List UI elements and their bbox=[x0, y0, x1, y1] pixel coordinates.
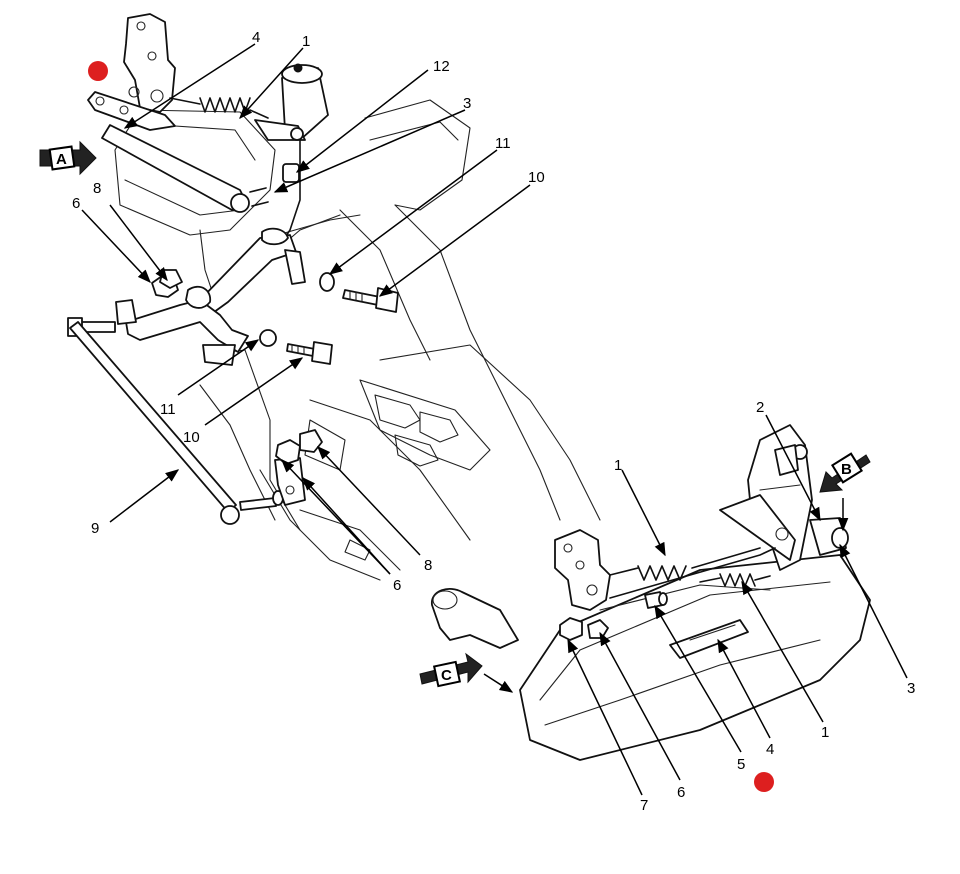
callout-1-bottom-upper: 1 bbox=[614, 457, 622, 474]
washer-11-lower bbox=[259, 329, 277, 347]
lower-return-spring bbox=[609, 547, 761, 581]
red-dot-marker bbox=[754, 772, 774, 792]
callout-6-top: 6 bbox=[72, 195, 80, 212]
callout-11-mid: 11 bbox=[160, 401, 176, 418]
breather-slot bbox=[669, 619, 749, 659]
view-marker-c: C bbox=[419, 652, 514, 693]
cross-rod bbox=[101, 124, 249, 211]
bolt-10-upper bbox=[342, 287, 399, 313]
rod-clip bbox=[282, 163, 300, 183]
bottom-linkage-assembly bbox=[431, 424, 871, 761]
callout-12: 12 bbox=[433, 58, 450, 75]
callout-6-bottom: 6 bbox=[677, 784, 685, 801]
callout-10-top: 10 bbox=[528, 169, 545, 186]
washer-11-upper bbox=[319, 272, 335, 292]
return-spring bbox=[169, 97, 269, 119]
callout-8-mid: 8 bbox=[424, 557, 432, 574]
mounting-bracket bbox=[123, 13, 176, 113]
lower-mounting-bracket bbox=[554, 529, 611, 611]
callout-3-top: 3 bbox=[463, 95, 471, 112]
bottom-callouts: 1 2 3 1 4 5 6 7 bbox=[614, 399, 915, 814]
bellcrank-lever bbox=[87, 91, 176, 131]
callout-9: 9 bbox=[91, 520, 99, 537]
callout-11-top: 11 bbox=[495, 135, 511, 152]
long-rod bbox=[69, 321, 237, 513]
bottom-leader-lines bbox=[567, 414, 908, 796]
lower-spring-2 bbox=[699, 573, 771, 587]
top-linkage-assembly bbox=[67, 13, 399, 525]
view-label-a: A bbox=[56, 151, 67, 168]
castle-nut-7 bbox=[559, 617, 583, 641]
view-marker-b: B bbox=[819, 452, 871, 532]
callout-3-bottom: 3 bbox=[907, 680, 915, 697]
callout-6-mid: 6 bbox=[393, 577, 401, 594]
callout-4-top: 4 bbox=[252, 29, 260, 46]
view-label-c: C bbox=[441, 667, 452, 684]
valve-cover bbox=[519, 554, 871, 761]
thermostat-housing bbox=[431, 588, 519, 649]
bolt-10-lower bbox=[286, 341, 333, 365]
callout-5: 5 bbox=[737, 756, 745, 773]
cross-shaft bbox=[199, 234, 297, 316]
view-label-b: B bbox=[841, 461, 852, 478]
red-dot-marker bbox=[88, 61, 108, 81]
callout-4-bottom: 4 bbox=[766, 741, 774, 758]
view-marker-a: A bbox=[39, 140, 97, 176]
lower-rod bbox=[609, 547, 776, 599]
vacuum-actuator bbox=[254, 63, 329, 141]
top-leader-lines bbox=[81, 43, 531, 575]
callout-10-mid: 10 bbox=[183, 429, 200, 446]
callout-8-top: 8 bbox=[93, 180, 101, 197]
callout-1-bottom-lower: 1 bbox=[821, 724, 829, 741]
callout-1-top: 1 bbox=[302, 33, 310, 50]
top-callouts: 4 1 12 3 11 10 8 6 11 10 9 6 8 bbox=[72, 29, 545, 594]
callout-7: 7 bbox=[640, 797, 648, 814]
castle-nut-lower bbox=[275, 439, 301, 465]
callout-2: 2 bbox=[756, 399, 764, 416]
